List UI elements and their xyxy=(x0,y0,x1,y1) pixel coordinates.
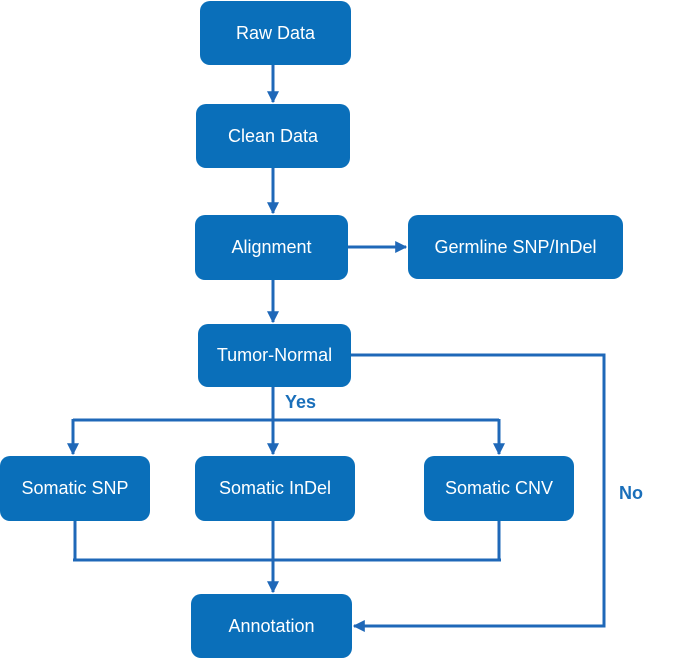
node-tumor-normal-label: Tumor-Normal xyxy=(216,345,333,365)
node-clean-data-label: Clean Data xyxy=(227,125,319,146)
node-raw-data: Raw Data xyxy=(200,1,351,65)
node-germline-label: Germline SNP/InDel xyxy=(434,236,597,257)
node-annotation-label: Annotation xyxy=(228,615,315,636)
node-raw-data-label: Raw Data xyxy=(235,22,316,43)
node-alignment-label: Alignment xyxy=(231,237,312,257)
node-annotation: Annotation xyxy=(191,594,352,658)
node-germline-snp-indel: Germline SNP/InDel xyxy=(408,215,623,279)
node-somatic-snp-label: Somatic SNP xyxy=(21,478,129,498)
node-somatic-cnv-label: Somatic CNV xyxy=(444,478,554,498)
node-somatic-indel-label: Somatic InDel xyxy=(218,478,332,498)
node-somatic-cnv: Somatic CNV xyxy=(424,456,574,521)
edge-label-yes: Yes xyxy=(285,392,317,412)
node-clean-data: Clean Data xyxy=(196,104,350,168)
edge-label-no: No xyxy=(619,483,643,503)
node-somatic-indel: Somatic InDel xyxy=(195,456,355,521)
edge-tumor-normal-no xyxy=(351,353,606,632)
node-somatic-snp: Somatic SNP xyxy=(0,456,150,521)
node-tumor-normal: Tumor-Normal xyxy=(198,324,351,387)
node-alignment: Alignment xyxy=(195,215,348,280)
